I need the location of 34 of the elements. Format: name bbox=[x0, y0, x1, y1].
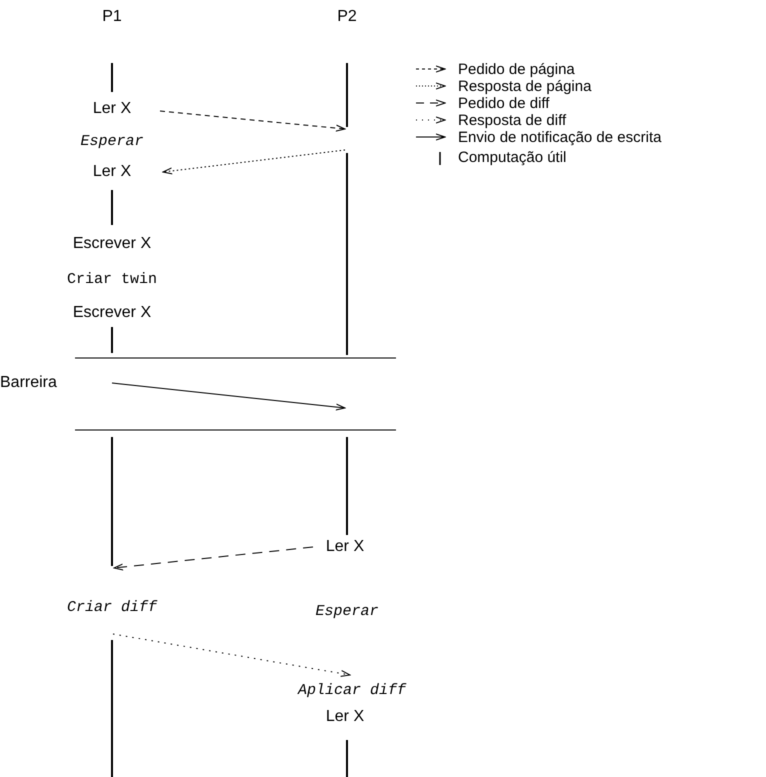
lifeline-segment bbox=[346, 740, 348, 777]
event-label: Ler X bbox=[92, 100, 132, 118]
event-label: Ler X bbox=[326, 538, 364, 556]
lifeline-segment bbox=[111, 437, 113, 566]
lifeline-segment bbox=[346, 437, 348, 535]
legend-text: Resposta de página bbox=[458, 78, 592, 95]
event-label: Ler X bbox=[92, 163, 132, 181]
arrow bbox=[160, 110, 346, 132]
event-label: Esperar bbox=[80, 133, 144, 151]
event-label: Escrever X bbox=[72, 304, 152, 322]
event-label: Escrever X bbox=[72, 235, 152, 253]
legend-text: Envio de notificação de escrita bbox=[458, 129, 662, 146]
arrow bbox=[112, 634, 350, 677]
legend-text: Pedido de página bbox=[458, 61, 575, 78]
lifeline-segment bbox=[111, 190, 113, 225]
event-label: Barreira bbox=[0, 374, 57, 392]
process-header: P1 bbox=[102, 8, 122, 26]
legend-text: Pedido de diff bbox=[458, 95, 550, 112]
legend-text: Resposta de diff bbox=[458, 112, 566, 129]
lifeline-segment bbox=[111, 327, 113, 353]
event-label: Aplicar diff bbox=[298, 682, 406, 700]
arrow bbox=[114, 546, 314, 571]
legend-text: Computação útil bbox=[458, 149, 566, 166]
arrow bbox=[112, 382, 346, 411]
lifeline-segment bbox=[346, 153, 348, 355]
event-label: Esperar bbox=[316, 603, 378, 621]
event-label: Criar twin bbox=[67, 271, 157, 289]
lifeline-segment bbox=[346, 63, 348, 127]
lifeline-segment bbox=[111, 63, 113, 92]
event-label: Criar diff bbox=[67, 599, 157, 617]
process-header: P2 bbox=[337, 8, 357, 26]
arrow bbox=[162, 150, 346, 174]
event-label: Ler X bbox=[326, 708, 364, 726]
lifeline-segment bbox=[111, 640, 113, 777]
